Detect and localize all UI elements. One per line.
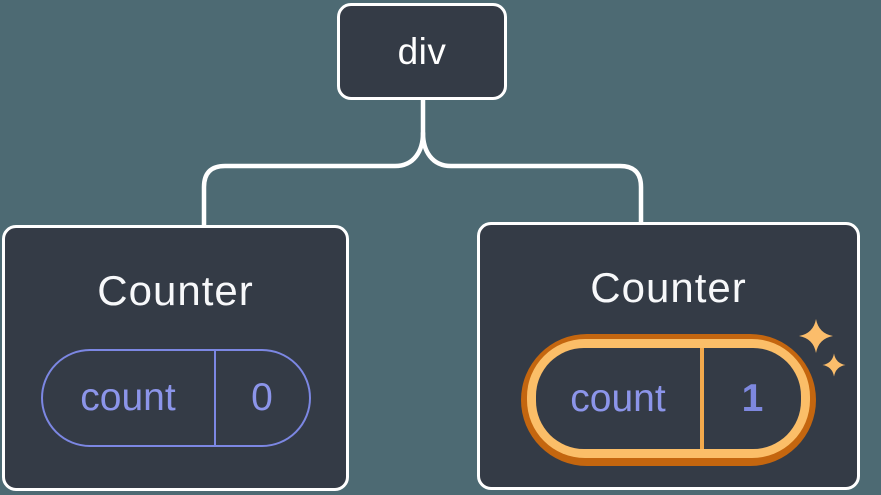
root-node-div: div (337, 3, 507, 100)
state-key-cell: count (43, 351, 216, 445)
state-value: 1 (741, 376, 764, 420)
state-key-label: count (80, 376, 176, 419)
state-pill-highlighted: count 1 (536, 348, 801, 449)
highlight-ring-inner: count 1 (527, 339, 810, 458)
connector-left-branch (201, 96, 426, 230)
card-title: Counter (590, 264, 747, 311)
state-key-cell: count (536, 348, 704, 449)
root-node-label: div (397, 30, 447, 72)
counter-card-left: Counter count 0 (2, 225, 349, 491)
state-value-cell: 0 (216, 351, 309, 445)
sparkle-small (822, 353, 846, 377)
state-value: 0 (251, 376, 273, 419)
counter-card-right: Counter count 1 (477, 222, 860, 490)
state-pill: count 0 (40, 349, 311, 447)
card-title: Counter (97, 267, 254, 314)
highlight-ring-outer: count 1 (521, 334, 816, 466)
state-key-label: count (570, 376, 666, 420)
state-value-cell: 1 (704, 348, 801, 449)
sparkle-icon (799, 319, 846, 377)
sparkle-large (799, 319, 833, 353)
connector-right-branch (420, 130, 644, 227)
